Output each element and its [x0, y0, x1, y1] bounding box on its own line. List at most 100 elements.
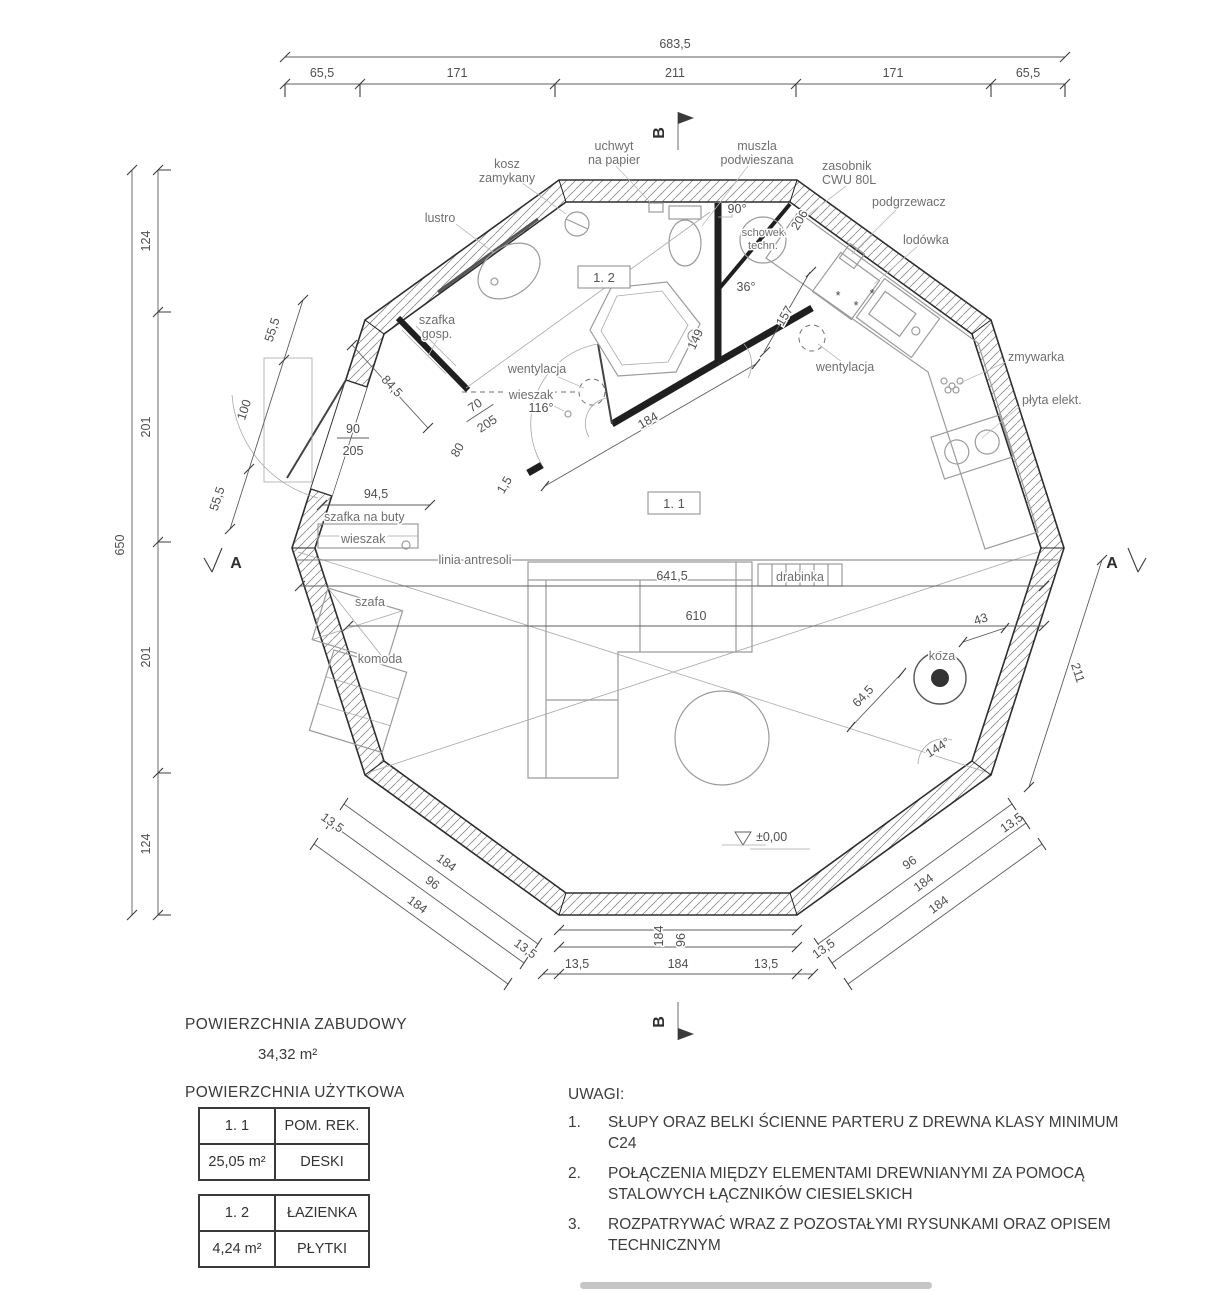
- dim-door2-height: 205: [475, 412, 500, 435]
- section-a-right: A: [1106, 547, 1147, 573]
- label-tech-closet-2: techn.: [748, 240, 778, 252]
- room-table-1: 1. 1 POM. REK. 25,05 m² DESKI: [198, 1107, 370, 1181]
- cooktop: [930, 414, 1014, 480]
- dim-top-seg3: 211: [665, 66, 685, 80]
- label-ladder: drabinka: [776, 570, 824, 584]
- water-tank-cwu: [739, 216, 787, 264]
- dim-door1-width: 90: [346, 422, 360, 436]
- note-item: 3. ROZPATRYWAĆ WRAZ Z POZOSTAŁYMI RYSUNK…: [568, 1215, 1146, 1257]
- section-a-right-label: A: [1106, 555, 1118, 572]
- room-table-2: 1. 2 ŁAZIENKA 4,24 m² PŁYTKI: [198, 1194, 370, 1268]
- dim-96-bottom: 96: [674, 933, 688, 947]
- annotation-labels: kosz zamykany uchwyt na papier muszla po…: [323, 138, 1084, 668]
- dim-top-seg2: 171: [447, 66, 468, 80]
- label-heater: podgrzewacz: [872, 195, 946, 209]
- furniture: [296, 523, 1058, 786]
- room1-area-cell: 25,05 m²: [199, 1144, 275, 1180]
- room2-finish-cell: PŁYTKI: [275, 1231, 369, 1267]
- label-tank-2: CWU 80L: [822, 173, 876, 187]
- section-b-bottom: B: [651, 1002, 694, 1040]
- dim-96-bl: 96: [423, 873, 443, 893]
- room-1-1-label: 1. 1: [663, 496, 685, 511]
- dim-43: 43: [972, 610, 990, 628]
- angle-116: 116°: [529, 401, 554, 415]
- entrance-door-leaf: [286, 379, 347, 479]
- dim-13-5-bc2: 13,5: [754, 957, 778, 971]
- label-cooktop: płyta elekt.: [1022, 393, 1082, 407]
- dimensions: [126, 51, 1108, 991]
- section-a-left: A: [203, 547, 242, 573]
- mirror: [437, 217, 539, 294]
- dim-184-bl2: 184: [405, 893, 430, 917]
- fridge: [811, 251, 881, 321]
- label-toilet-1: muszla: [737, 139, 777, 153]
- usable-area-label: POWIERZCHNIA UŻYTKOWA: [185, 1084, 405, 1101]
- note-text: SŁUPY ORAZ BELKI ŚCIENNE PARTERU Z DREWN…: [608, 1114, 1119, 1152]
- snowflake-icon: *: [854, 299, 859, 313]
- kitchen-sink: [855, 277, 941, 359]
- label-basket-2: zamykany: [479, 171, 536, 185]
- level-marker: [722, 831, 810, 850]
- label-ventilation-bath: wentylacja: [507, 362, 566, 376]
- leader-lines: [427, 165, 1021, 439]
- label-utility-cab-1: szafka: [419, 313, 455, 327]
- dim-top-seg1: 65,5: [310, 66, 334, 80]
- dim-184-axis: 184: [668, 957, 689, 971]
- dim-13-5-bl2: 13,5: [511, 936, 539, 962]
- angle-90: 90°: [728, 202, 747, 216]
- dim-1-5: 1,5: [494, 474, 515, 496]
- dim-184-br2: 184: [926, 893, 951, 917]
- bathroom-fixtures: [437, 202, 866, 418]
- hanger-hook-entry: [401, 540, 411, 550]
- dim-55-5-b: 55,5: [207, 485, 228, 513]
- label-basket-1: kosz: [494, 157, 520, 171]
- dim-184-bathwall: 184: [635, 409, 660, 432]
- dim-610: 610: [686, 609, 707, 623]
- section-b-top: B: [651, 112, 694, 150]
- stove-koza: [913, 651, 967, 705]
- label-wardrobe: szafa: [355, 595, 385, 609]
- label-paper-2: na papier: [588, 153, 640, 167]
- horizontal-scrollbar[interactable]: [580, 1282, 932, 1289]
- room1-name-cell: POM. REK.: [275, 1108, 369, 1144]
- wardrobe: [311, 587, 404, 664]
- dim-door1-height: 205: [343, 444, 364, 458]
- shower-tray: [589, 281, 701, 377]
- room2-id-cell: 1. 2: [199, 1195, 275, 1231]
- note-text: POŁĄCZENIA MIĘDZY ELEMENTAMI DREWNIANYMI…: [608, 1164, 1085, 1203]
- note-number: 3.: [568, 1215, 581, 1233]
- label-fridge: lodówka: [903, 233, 949, 247]
- dim-64-5: 64,5: [850, 683, 877, 710]
- label-dishwasher: zmywarka: [1008, 350, 1064, 364]
- entrance-door-swing: [231, 394, 319, 499]
- room-1-2-box: [577, 265, 631, 289]
- dimension-texts: 683,5 65,5 171 211 171 65,5 650 124 201 …: [112, 36, 1090, 973]
- dim-total-width: 683,5: [659, 37, 690, 51]
- paper-holder: [648, 202, 664, 213]
- dim-641: 641,5: [656, 569, 687, 583]
- label-stove: koza: [929, 649, 955, 663]
- dim-left-seg4: 124: [139, 834, 153, 855]
- note-text: ROZPATRYWAĆ WRAZ Z POZOSTAŁYMI RYSUNKAMI…: [608, 1215, 1111, 1254]
- built-area-value: 34,32 m²: [258, 1046, 318, 1063]
- room1-finish-cell: DESKI: [275, 1144, 369, 1180]
- kitchen-counter: [765, 211, 1039, 550]
- dim-94-5: 94,5: [364, 487, 388, 501]
- toilet: [668, 219, 702, 267]
- kitchen: * * *: [765, 211, 1039, 550]
- label-mirror: lustro: [425, 211, 456, 225]
- notes-title: UWAGI:: [568, 1086, 625, 1103]
- dim-100: 100: [234, 398, 254, 422]
- bathroom-door-leaf: [597, 343, 613, 425]
- label-dresser: komoda: [358, 652, 403, 666]
- label-ventilation-kitchen: wentylacja: [815, 360, 874, 374]
- notes-block: UWAGI: 1. SŁUPY ORAZ BELKI ŚCIENNE PARTE…: [568, 1086, 1146, 1257]
- built-area-label: POWIERZCHNIA ZABUDOWY: [185, 1016, 407, 1033]
- room2-area-cell: 4,24 m²: [199, 1231, 275, 1267]
- dim-left-seg2: 201: [139, 417, 153, 438]
- room-1-2-label: 1. 2: [593, 270, 615, 285]
- dim-13-5-br1: 13,5: [998, 810, 1026, 836]
- dim-top-seg5: 65,5: [1016, 66, 1040, 80]
